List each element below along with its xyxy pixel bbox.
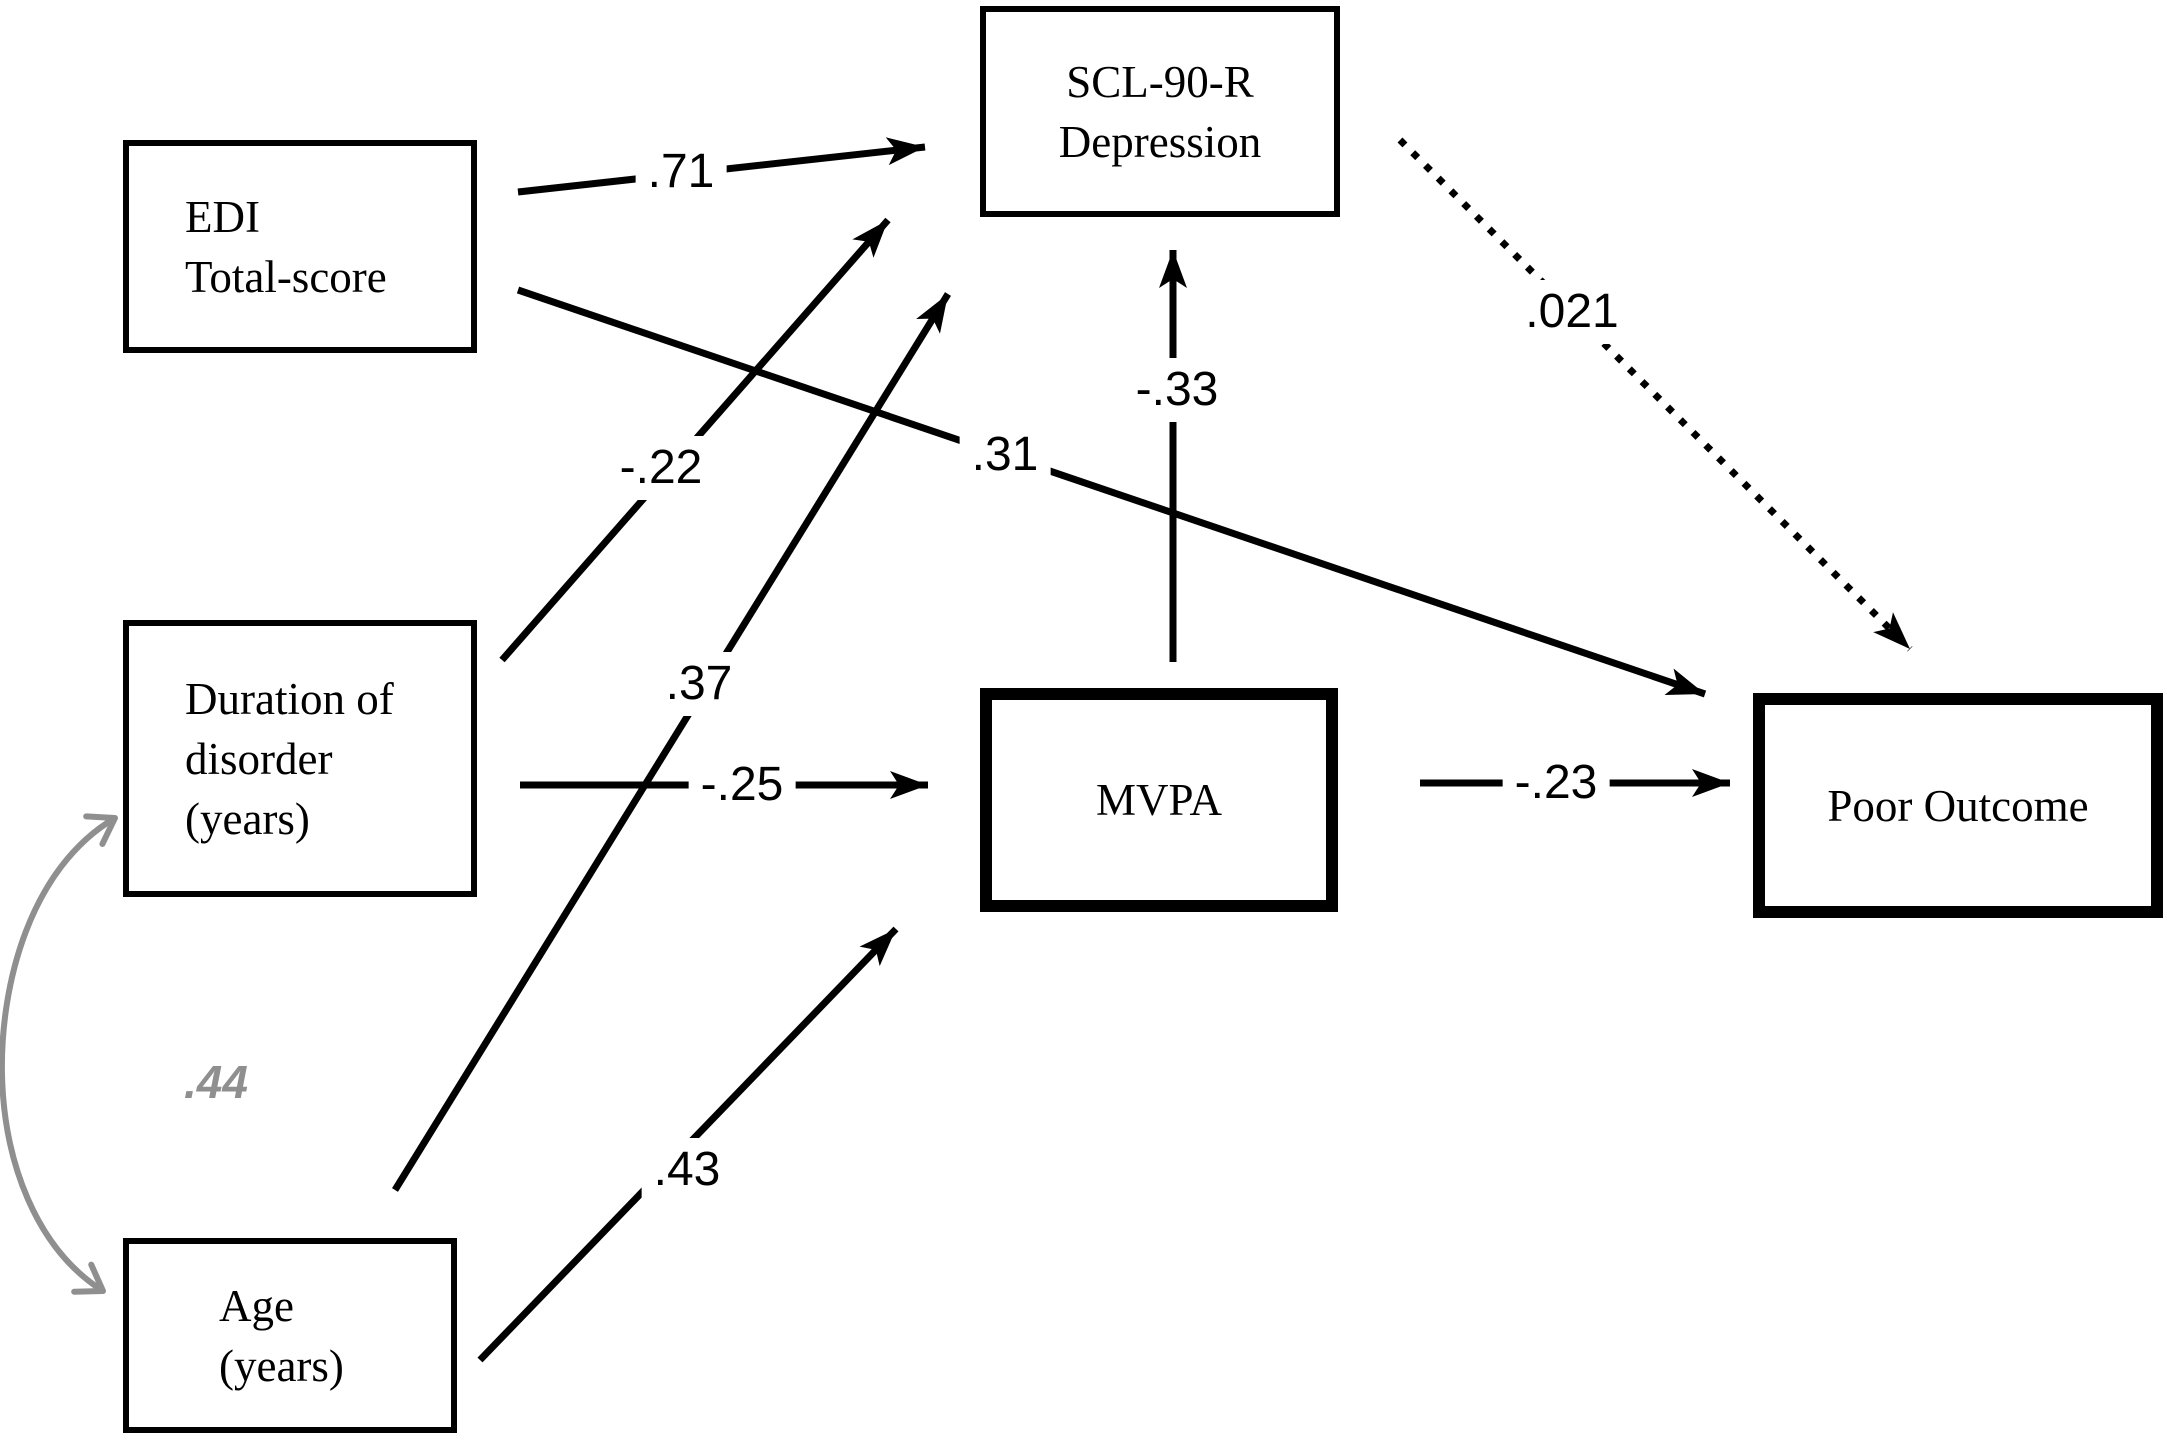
- node-label-line: disorder: [185, 733, 333, 784]
- node-mvpa: MVPA: [980, 688, 1338, 912]
- correlation-coefficient-duration-age: .44: [184, 1056, 248, 1108]
- coefficient-scl-poor-outcome: .021: [1513, 280, 1631, 344]
- coefficient-mvpa-scl: -.33: [1123, 358, 1231, 422]
- correlation-arrow-duration-age: [0, 813, 118, 1295]
- coefficient-duration-mvpa: -.25: [688, 753, 796, 817]
- coefficient-edi-poor-outcome: .31: [959, 423, 1051, 487]
- node-label-line: Poor Outcome: [1827, 780, 2089, 831]
- node-label-line: (years): [185, 793, 310, 844]
- node-label-line: Depression: [1058, 116, 1262, 167]
- node-age: Age (years): [123, 1238, 457, 1433]
- node-edi-total-score: EDI Total-score: [123, 140, 477, 353]
- coefficient-edi-scl: .71: [635, 140, 727, 204]
- node-label-line: EDI: [185, 191, 260, 242]
- node-label-line: Total-score: [185, 251, 387, 302]
- node-label-line: Age: [219, 1280, 294, 1331]
- node-label-line: Duration of: [185, 673, 394, 724]
- coefficient-age-scl: .37: [653, 652, 745, 716]
- node-label-line: MVPA: [1096, 775, 1222, 825]
- node-poor-outcome: Poor Outcome: [1753, 693, 2163, 918]
- node-duration-of-disorder: Duration of disorder (years): [123, 620, 477, 897]
- coefficient-age-mvpa: .43: [641, 1138, 733, 1202]
- node-scl-90-r-depression: SCL-90-R Depression: [980, 6, 1340, 217]
- arrow-edi-to-poor-outcome: [516, 286, 1707, 698]
- coefficient-duration-scl: -.22: [607, 436, 715, 500]
- node-label-line: (years): [219, 1340, 344, 1391]
- arrow-scl-to-poor-outcome-dotted: [1397, 137, 1913, 652]
- coefficient-mvpa-poor-outcome: -.23: [1502, 751, 1610, 815]
- node-label-line: SCL-90-R: [1066, 56, 1254, 107]
- arrow-age-to-scl: [392, 292, 951, 1192]
